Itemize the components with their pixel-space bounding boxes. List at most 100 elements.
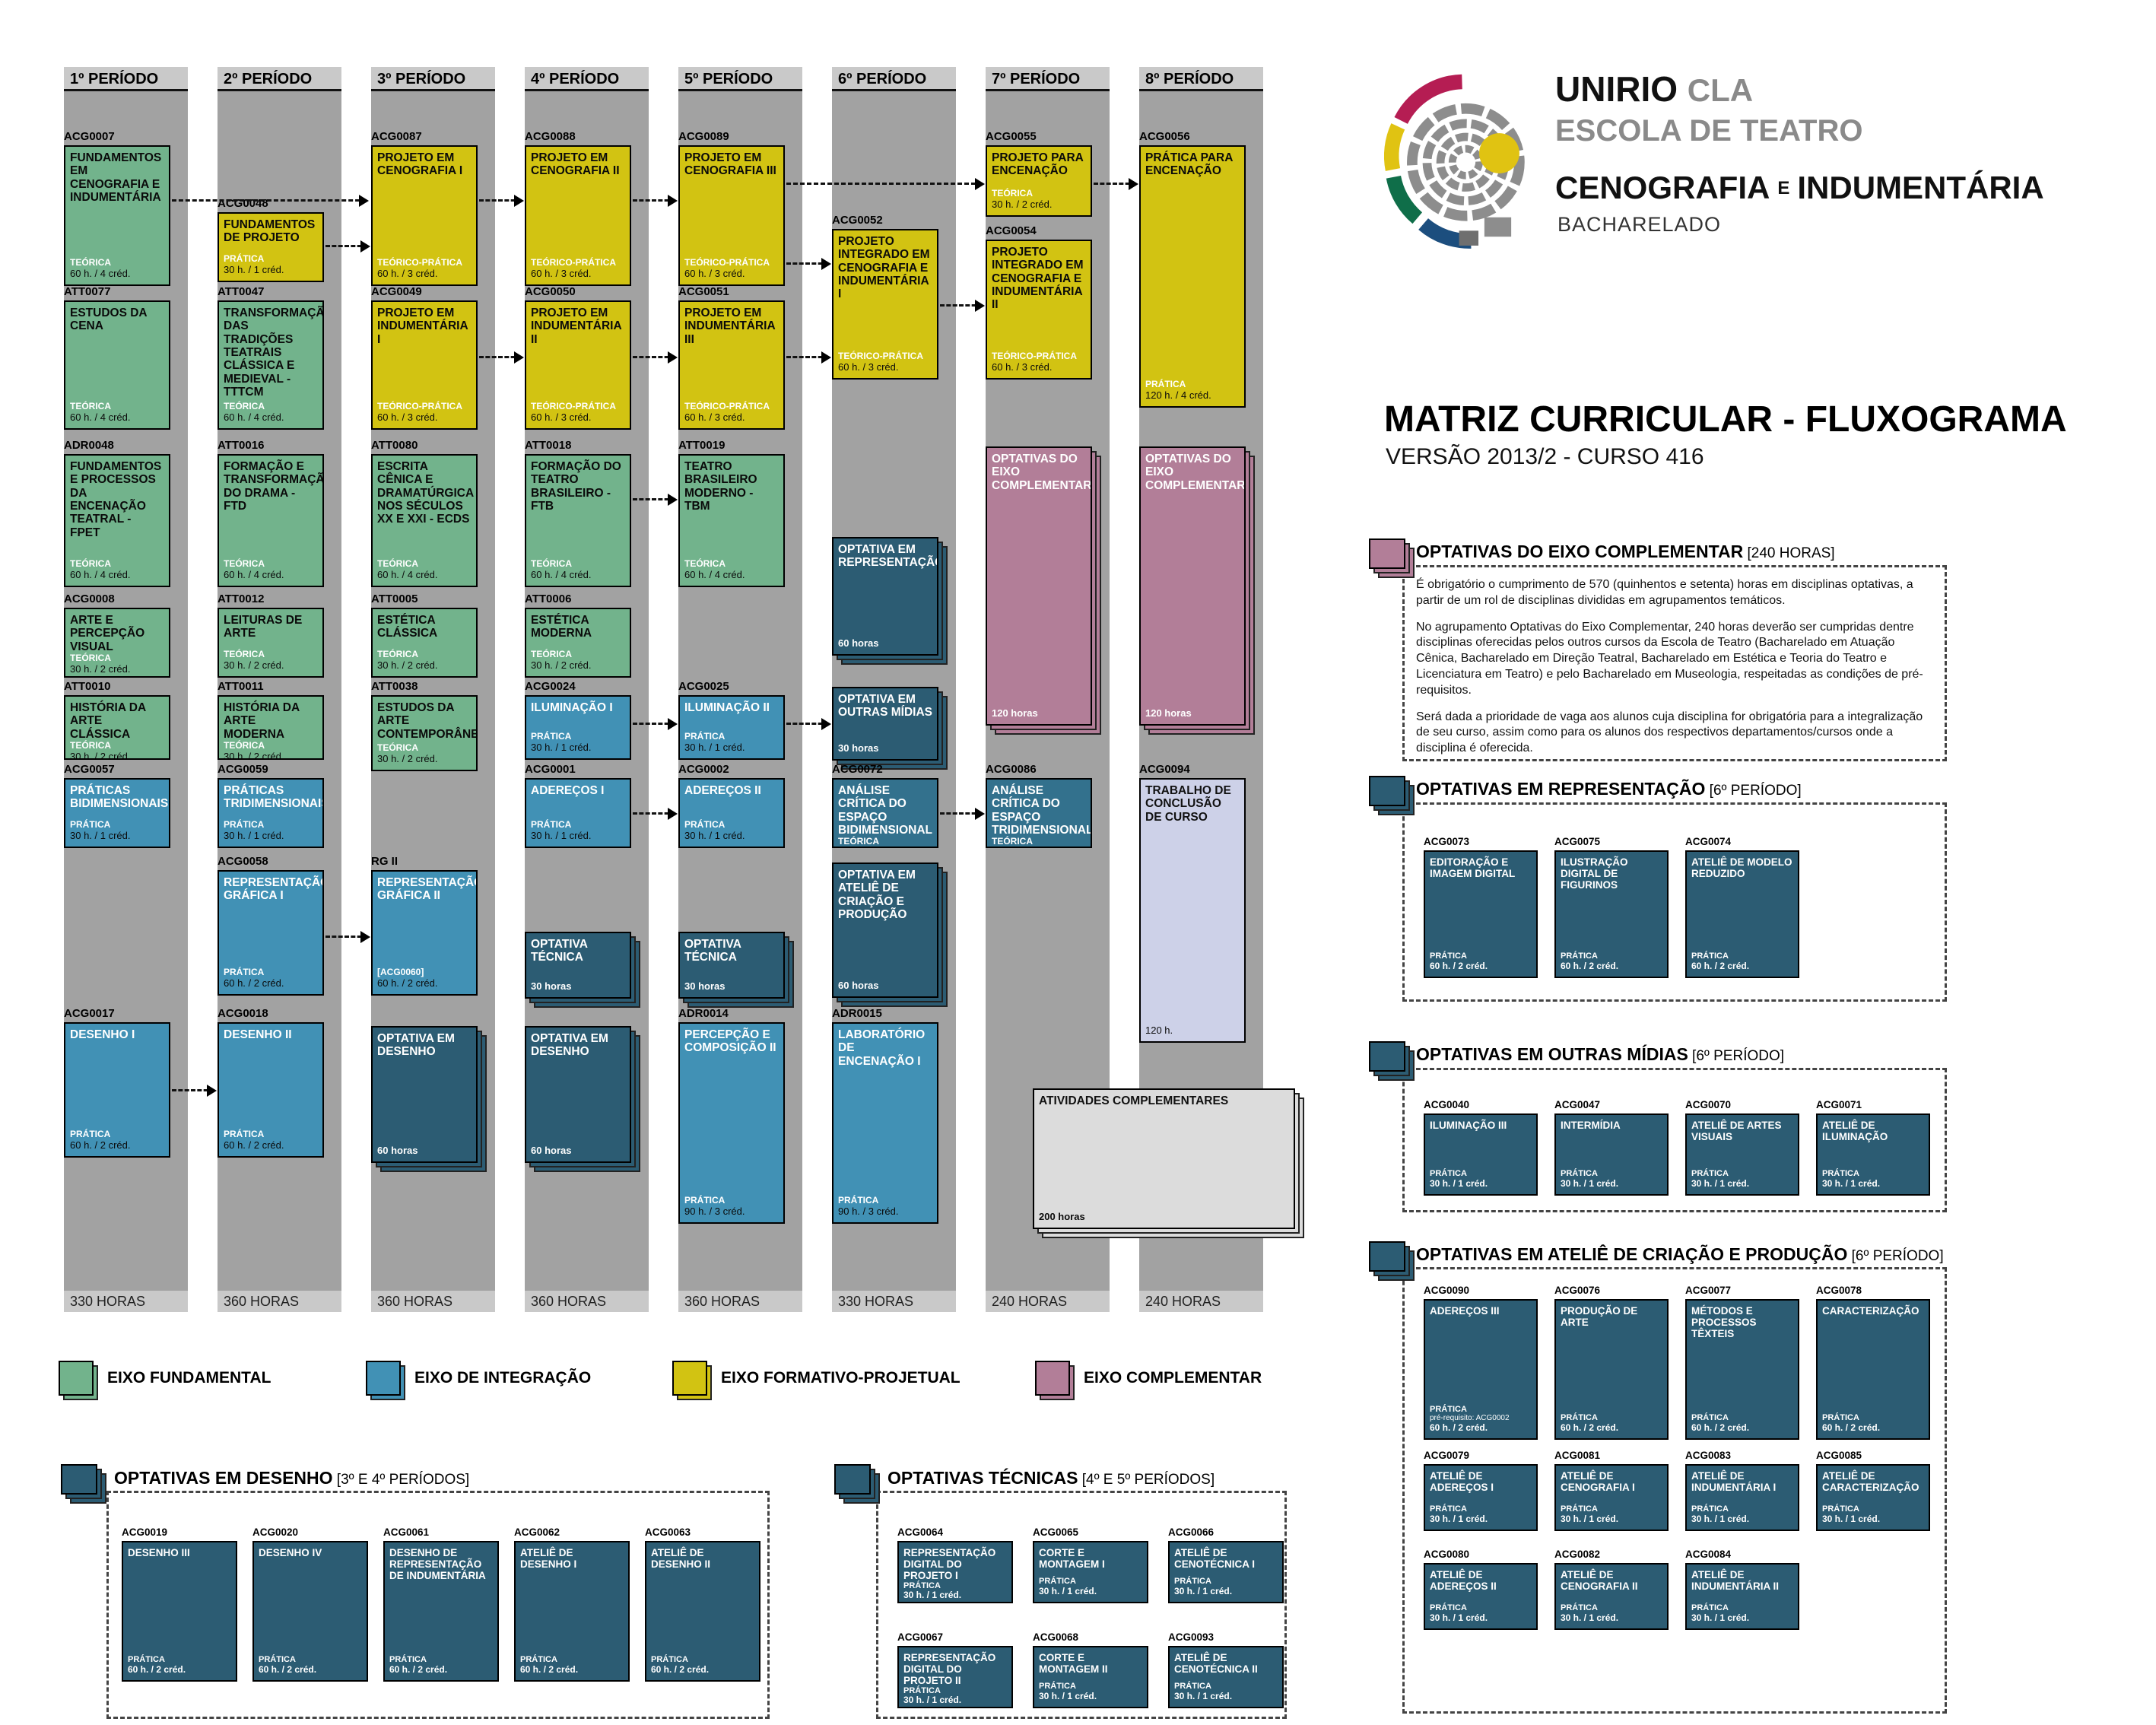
unirio-logo	[1383, 74, 1525, 249]
course-title: ADEREÇOS II	[684, 784, 761, 797]
brand-line-university: UNIRIO CLA	[1555, 68, 1753, 110]
course-type: PRÁTICA	[224, 967, 265, 978]
spacer	[377, 178, 472, 259]
course-code: RG II	[371, 855, 398, 868]
course-hours: 30 horas	[531, 980, 572, 993]
course-type: PRÁTICA	[70, 1129, 111, 1140]
course-code: ACG0059	[218, 763, 268, 776]
course-name-part2: INDUMENTÁRIA	[1797, 170, 2044, 205]
spacer	[1822, 1317, 1924, 1413]
school-name: ESCOLA DE TEATRO	[1555, 114, 1863, 148]
course-hours: 30 h. / 2 créd.	[70, 662, 131, 675]
section-box-eixo-complementar	[1402, 565, 1947, 761]
spacer	[70, 204, 164, 258]
course-hours: 90 h. / 3 créd.	[684, 1206, 745, 1218]
course-code: ACG0047	[1554, 1099, 1601, 1110]
course-type: PRÁTICA	[1822, 1413, 1859, 1423]
course-title: ESTUDOS DA ARTE CONTEMPORÂNEA	[377, 701, 478, 741]
course-title: REPRESENTAÇÃO DIGITAL DO PROJETO I	[903, 1546, 996, 1581]
spacer	[531, 797, 625, 820]
period-total-6: 330 HORAS	[832, 1291, 956, 1312]
course-code: ACG0079	[1424, 1450, 1470, 1461]
course-title: CORTE E MONTAGEM II	[1039, 1651, 1108, 1675]
course-hours: 30 h. / 1 créd.	[531, 742, 592, 754]
spacer	[838, 921, 932, 980]
spacer	[838, 1068, 932, 1196]
period-header-8: 8º PERÍODO	[1139, 67, 1263, 91]
course-title: FORMAÇÃO DO TEATRO BRASILEIRO - FTB	[531, 460, 621, 513]
course-code: ACG0094	[1139, 763, 1190, 776]
course-hours: 60 h. / 4 créd.	[70, 411, 131, 424]
course-hours: 30 h. / 1 créd.	[1822, 1177, 1881, 1189]
spacer	[1174, 1570, 1278, 1577]
course-hours: 30 h. / 1 créd.	[684, 742, 745, 754]
course-title: ATELIÊ DE CENOGRAFIA I	[1561, 1469, 1635, 1493]
course-hours: 30 h. / 1 créd.	[1174, 1690, 1233, 1701]
course-type: PRÁTICA	[903, 1685, 941, 1695]
course-type: TEÓRICA	[531, 558, 572, 570]
course-title: INTERMÍDIA	[1561, 1119, 1621, 1131]
course-title: OPTATIVAS DO EIXO COMPLEMENTAR	[1145, 453, 1246, 492]
course-title: OPTATIVAS DO EIXO COMPLEMENTAR	[992, 453, 1092, 492]
course-hours: 30 h. / 1 créd.	[1430, 1177, 1488, 1189]
spacer	[224, 1041, 318, 1129]
course-card: FUNDAMENTOS EM CENOGRAFIA E INDUMENTÁRIA…	[64, 145, 170, 286]
course-title: CARACTERIZAÇÃO	[1822, 1304, 1919, 1317]
course-type: TEÓRICA	[992, 188, 1033, 199]
course-code: ADR0048	[64, 439, 114, 452]
spacer	[1430, 1317, 1532, 1405]
course-code: ACG0075	[1554, 836, 1601, 847]
course-title: ATELIÊ DE ILUMINAÇÃO	[1822, 1119, 1888, 1142]
course-hours: 30 h. / 1 créd.	[1174, 1585, 1233, 1596]
course-code: ATT0019	[678, 439, 726, 452]
course-hours: 60 h. / 3 créd.	[377, 268, 438, 280]
period-header-6: 6º PERÍODO	[832, 67, 956, 91]
course-hours: 30 h. / 1 créd.	[1430, 1513, 1488, 1524]
course-title: ATELIÊ DE CENOTÉCNICA I	[1174, 1546, 1256, 1570]
course-hours: 60 h. / 2 créd.	[1822, 1422, 1881, 1433]
course-hours: 120 horas	[1145, 707, 1192, 720]
spacer	[259, 1558, 362, 1655]
legend-swatch-complementar	[1035, 1361, 1070, 1396]
spacer	[1145, 492, 1240, 708]
course-code: ACG0093	[1168, 1631, 1215, 1643]
course-code: ACG0068	[1033, 1631, 1079, 1643]
spacer	[377, 526, 472, 559]
course-code: ACG0001	[525, 763, 576, 776]
course-type: TEÓRICA	[70, 257, 111, 268]
spacer	[531, 513, 625, 559]
course-hours: 60 h. / 4 créd.	[224, 569, 284, 581]
spacer	[1691, 1339, 1793, 1413]
course-title: DESENHO I	[70, 1028, 135, 1041]
